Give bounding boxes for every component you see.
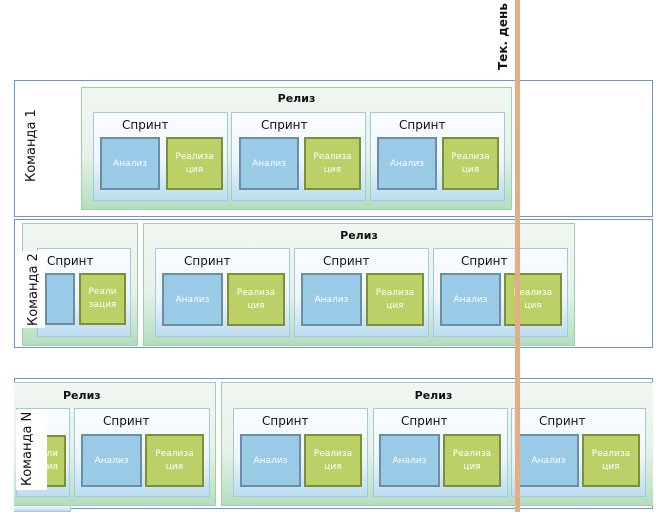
sprint-label: Спринт: [47, 254, 94, 268]
release-label: Релиз: [277, 92, 316, 105]
current-day-label: Тек. день: [496, 3, 510, 70]
sprint-label: Спринт: [539, 414, 586, 428]
analysis-task: Анализ: [518, 434, 579, 487]
sprint-label: Спринт: [323, 254, 370, 268]
release-label: Релиз: [63, 389, 101, 402]
sprint-label: Спринт: [262, 414, 309, 428]
sprint-label: Спринт: [399, 118, 446, 132]
sprint-label: Спринт: [184, 254, 231, 268]
analysis-task: Анализ: [377, 137, 437, 190]
implementation-task: Реализа ция: [304, 137, 361, 190]
analysis-task: Анализ: [440, 273, 501, 326]
implementation-task: Реализа ция: [304, 434, 362, 487]
team-name: Команда N: [16, 409, 47, 490]
implementation-task: Реализа ция: [227, 273, 285, 326]
sprint-label: Спринт: [122, 118, 169, 132]
analysis-task: Анализ: [100, 137, 160, 190]
current-day-line: [515, 0, 520, 512]
sprint-label: Спринт: [103, 414, 150, 428]
implementation-task: Реализа ция: [166, 137, 223, 190]
analysis-task: Анализ: [379, 434, 440, 487]
sprint-label: Спринт: [401, 414, 448, 428]
team-name: Команда 1: [24, 107, 39, 184]
analysis-task: Анализ: [81, 434, 142, 487]
implementation-task: Реализа ция: [145, 434, 204, 487]
analysis-task: Анализ: [240, 434, 301, 487]
implementation-task: Реализа ция: [582, 434, 640, 487]
implementation-task: Реализа ция: [366, 273, 424, 326]
implementation-task: Реализа ция: [504, 273, 562, 326]
implementation-task: Реали зация: [79, 273, 126, 325]
release-label: Релиз: [414, 389, 453, 402]
analysis-task: Анализ: [239, 137, 299, 190]
implementation-task: Реализа ция: [443, 434, 501, 487]
sprint-label: Спринт: [461, 254, 508, 268]
team-name: Команда 2: [22, 251, 45, 328]
release-label: Релиз: [340, 229, 378, 242]
implementation-task: Реализа ция: [442, 137, 499, 190]
analysis-task: Анализ: [301, 273, 362, 326]
analysis-task: [45, 273, 75, 325]
sprint-label: Спринт: [261, 118, 308, 132]
analysis-task: Анализ: [162, 273, 223, 326]
